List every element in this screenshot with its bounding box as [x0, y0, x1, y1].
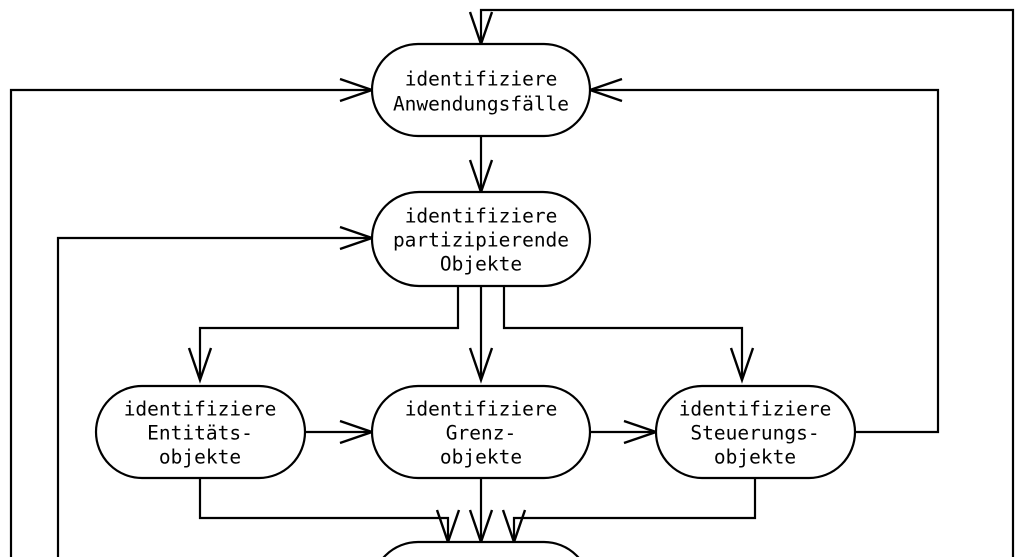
node-partizipierende-objekte-line-1: identifiziere	[405, 205, 558, 228]
arrowhead-into-grenz-top	[468, 347, 494, 384]
node-entitaetsobjekte[interactable]: identifiziere Entitäts- objekte	[94, 384, 307, 480]
edge-steuerungs-to-anwendungsfaelle-bus	[592, 88, 940, 434]
node-entitaetsobjekte-line-1: identifiziere	[124, 398, 277, 421]
node-steuerungsobjekte-shape	[654, 384, 857, 480]
node-partizipierende-objekte[interactable]: identifiziere partizipierende Objekte	[370, 190, 592, 288]
node-grenzobjekte-line-3: objekte	[440, 446, 522, 469]
node-entitaetsobjekte-line-3: objekte	[159, 446, 241, 469]
node-steuerungsobjekte-line-3: objekte	[714, 446, 796, 469]
node-partizipierende-objekte-shape	[370, 190, 592, 288]
edge-top-feedback-bus	[479, 8, 1015, 557]
node-grenzobjekte-line-2: Grenz-	[446, 422, 516, 445]
edge-steuerungs-to-bottom	[512, 478, 757, 540]
edge-partizipierende-to-steuerungs	[502, 286, 744, 378]
node-steuerungsobjekte[interactable]: identifiziere Steuerungs- objekte	[654, 384, 857, 480]
edge-left-inner-feedback-bus	[56, 236, 370, 557]
arrowhead-into-steuerungs-top	[729, 347, 755, 384]
node-anwendungsfaelle-line-1: identifiziere	[405, 68, 558, 91]
node-partizipierende-objekte-line-3: Objekte	[440, 253, 522, 276]
node-grenzobjekte-shape	[370, 384, 592, 480]
node-bottom-partial-shape	[382, 540, 580, 557]
node-steuerungsobjekte-line-2: Steuerungs-	[690, 422, 819, 445]
node-anwendungsfaelle-shape	[370, 42, 592, 138]
arrowhead-into-entitaets-top	[187, 347, 213, 384]
edge-left-outer-feedback-bus	[9, 88, 370, 557]
edge-partizipierende-to-entitaets	[198, 286, 460, 378]
node-grenzobjekte[interactable]: identifiziere Grenz- objekte	[370, 384, 592, 480]
node-steuerungsobjekte-line-1: identifiziere	[679, 398, 832, 421]
node-bottom-partial[interactable]	[372, 540, 590, 557]
node-anwendungsfaelle[interactable]: identifiziere Anwendungsfälle	[370, 42, 592, 138]
node-grenzobjekte-line-1: identifiziere	[405, 398, 558, 421]
node-entitaetsobjekte-shape	[94, 384, 307, 480]
node-anwendungsfaelle-line-2: Anwendungsfälle	[393, 93, 569, 116]
edge-entitaets-to-bottom	[198, 478, 450, 540]
node-entitaetsobjekte-line-2: Entitäts-	[147, 422, 253, 445]
node-partizipierende-objekte-line-2: partizipierende	[393, 229, 569, 252]
